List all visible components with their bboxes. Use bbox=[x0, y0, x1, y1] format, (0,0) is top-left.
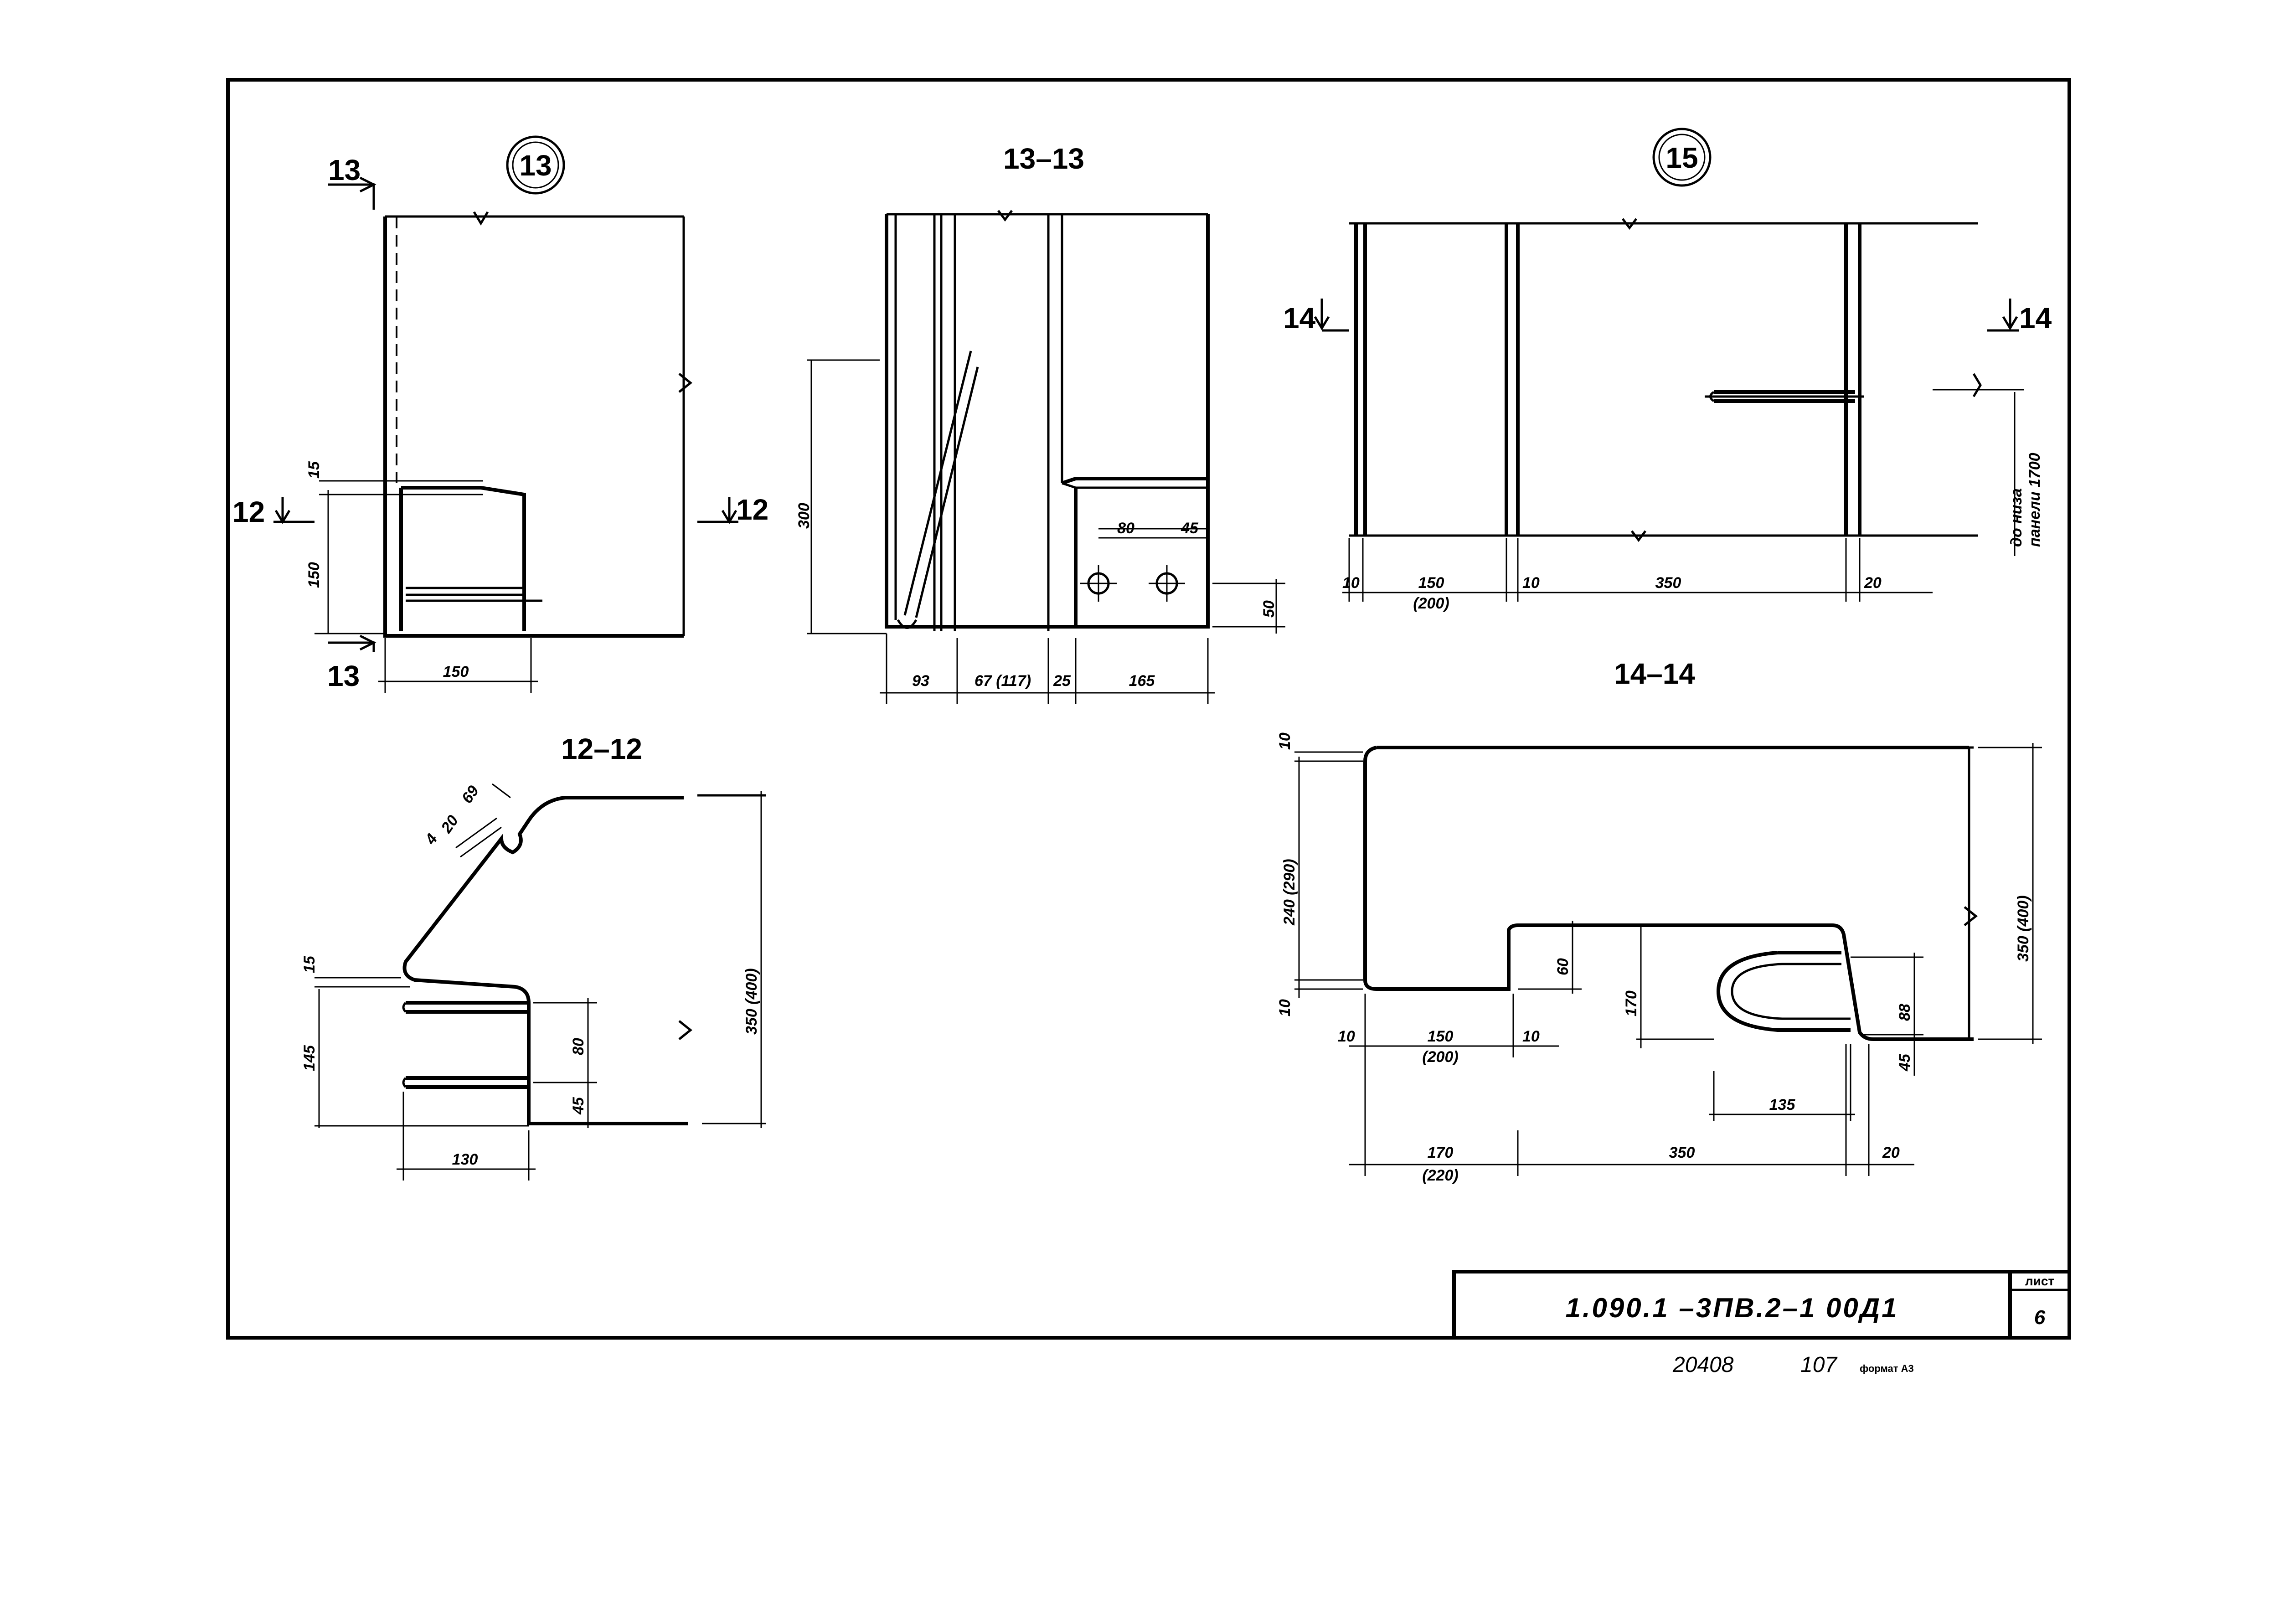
view-15: 15 14 14 до низа панели 1700 10 150 (200… bbox=[1283, 128, 2052, 612]
footer: 20408 107 формат А3 bbox=[1672, 1353, 1914, 1377]
dim-15: 15 bbox=[305, 461, 323, 479]
section-14-14-title: 14–14 bbox=[1614, 657, 1695, 690]
dim-10-a: 10 bbox=[1342, 574, 1360, 592]
dim-350-horizontal: 350 bbox=[1669, 1144, 1695, 1161]
footer-page: 107 bbox=[1800, 1353, 1838, 1377]
dim-20: 20 bbox=[1864, 574, 1882, 592]
note-to-panel-bottom-line2: панели 1700 bbox=[2026, 453, 2043, 547]
title-block: 1.090.1 –3ПВ.2–1 00Д1 лист 6 bbox=[1452, 1270, 2071, 1340]
dim-220: (220) bbox=[1422, 1167, 1458, 1184]
footer-number: 20408 bbox=[1672, 1353, 1734, 1377]
dim-165: 165 bbox=[1129, 672, 1155, 690]
dim-60: 60 bbox=[1554, 958, 1572, 975]
dim-20: 20 bbox=[438, 812, 462, 837]
cut-13-bottom: 13 bbox=[327, 660, 360, 692]
dim-20: 20 bbox=[1882, 1144, 1900, 1161]
dim-145: 145 bbox=[301, 1045, 318, 1071]
view-13: 13 13 13 12 12 15 150 150 bbox=[232, 135, 768, 693]
sheet-frame bbox=[226, 78, 2071, 1340]
view-13-marker-label: 13 bbox=[519, 149, 552, 182]
sheet-number: 6 bbox=[2034, 1306, 2046, 1329]
dim-170-vertical: 170 bbox=[1623, 990, 1640, 1016]
view-13-marker-circle bbox=[506, 135, 565, 195]
dim-45: 45 bbox=[1181, 520, 1199, 537]
cut-14-left: 14 bbox=[1283, 302, 1316, 335]
dim-93: 93 bbox=[912, 672, 929, 690]
cut-12-left: 12 bbox=[232, 495, 265, 528]
section-12-12: 12–12 350 (400) 4 20 69 15 145 80 45 130 bbox=[301, 732, 766, 1181]
dim-80: 80 bbox=[1117, 520, 1134, 537]
dim-50: 50 bbox=[1260, 600, 1278, 618]
dim-350-400-vertical: 350 (400) bbox=[2015, 895, 2032, 962]
dim-200: (200) bbox=[1422, 1048, 1458, 1066]
section-12-12-title: 12–12 bbox=[561, 732, 642, 765]
note-to-panel-bottom-line1: до низа bbox=[2008, 488, 2025, 547]
dim-300: 300 bbox=[795, 503, 813, 529]
cut-12-right: 12 bbox=[736, 493, 768, 526]
dim-150: 150 bbox=[1418, 574, 1444, 592]
dim-200: (200) bbox=[1413, 595, 1449, 612]
section-13-13-title: 13–13 bbox=[1003, 142, 1084, 175]
dim-10-right: 10 bbox=[1522, 1028, 1540, 1045]
view-15-marker-label: 15 bbox=[1665, 141, 1698, 174]
dim-130: 130 bbox=[452, 1151, 478, 1168]
dim-150: 150 bbox=[1428, 1028, 1454, 1045]
section-14-14: 14–14 10 240 (290) 10 10 150 (200) 10 60… bbox=[1276, 657, 2042, 1184]
cut-14-right: 14 bbox=[2019, 302, 2052, 335]
dim-10-top: 10 bbox=[1276, 732, 1294, 750]
dim-45: 45 bbox=[570, 1097, 587, 1115]
dim-350-400: 350 (400) bbox=[743, 968, 760, 1035]
dim-80: 80 bbox=[570, 1038, 587, 1055]
dim-45: 45 bbox=[1896, 1053, 1913, 1072]
dim-240-290: 240 (290) bbox=[1281, 859, 1298, 926]
footer-format: формат А3 bbox=[1860, 1363, 1914, 1374]
drawing-code: 1.090.1 –3ПВ.2–1 00Д1 bbox=[1566, 1293, 1899, 1323]
section-13-13: 13–13 80 45 300 50 93 67 (117) 25 165 bbox=[795, 142, 1285, 704]
dim-4: 4 bbox=[422, 830, 441, 848]
dim-67-117: 67 (117) bbox=[975, 672, 1031, 690]
dim-15: 15 bbox=[301, 955, 318, 973]
dim-10-left: 10 bbox=[1338, 1028, 1355, 1045]
sheet-label: лист bbox=[2025, 1274, 2054, 1288]
dim-170-horizontal: 170 bbox=[1428, 1144, 1454, 1161]
dim-135: 135 bbox=[1769, 1096, 1796, 1114]
dim-350: 350 bbox=[1655, 574, 1681, 592]
dim-88: 88 bbox=[1896, 1004, 1913, 1021]
cut-13-top: 13 bbox=[328, 154, 361, 186]
dim-10-b: 10 bbox=[1522, 574, 1540, 592]
dim-150-horizontal: 150 bbox=[443, 663, 469, 681]
dim-10-bottom: 10 bbox=[1276, 999, 1294, 1016]
dim-69: 69 bbox=[458, 783, 482, 807]
dim-25: 25 bbox=[1053, 672, 1071, 690]
dim-150-vertical: 150 bbox=[305, 562, 323, 588]
view-15-marker-circle bbox=[1652, 128, 1712, 187]
